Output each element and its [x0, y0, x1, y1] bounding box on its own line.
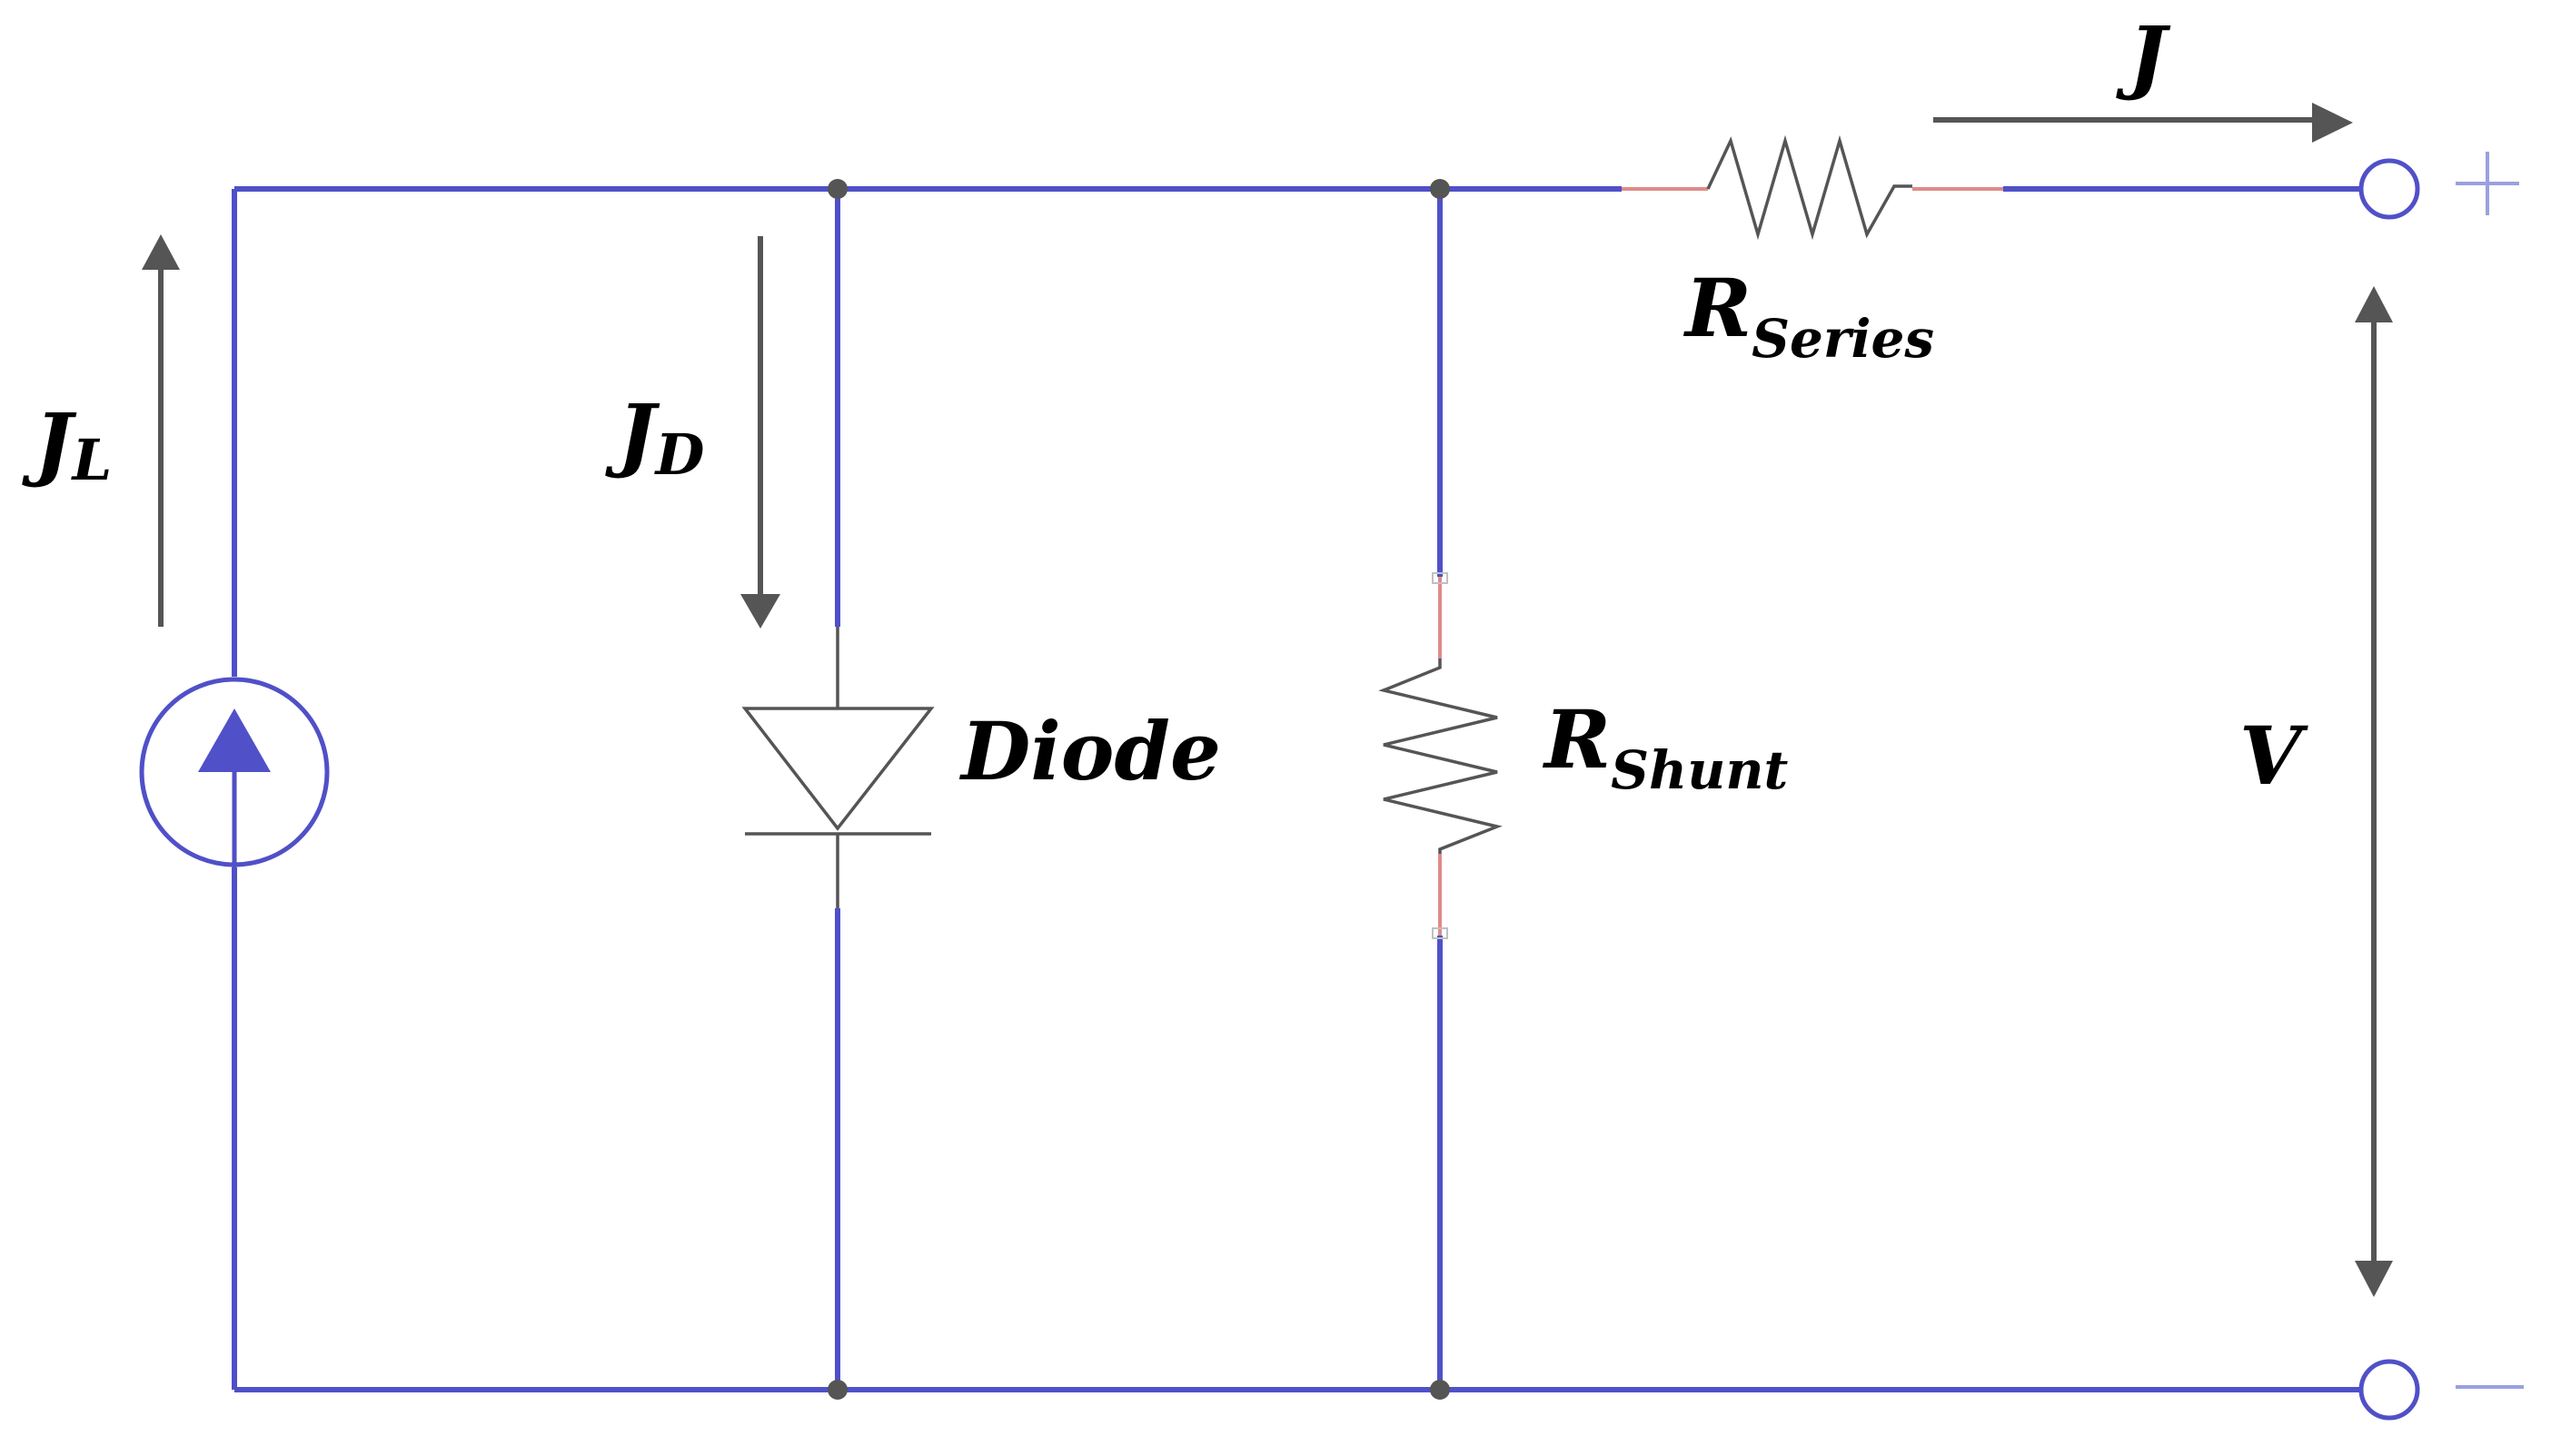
label-jd: JD [605, 386, 705, 488]
shunt-resistor [1378, 572, 1503, 939]
junction-node [1430, 1380, 1450, 1400]
label-rseries-sub: Series [1752, 308, 1934, 370]
junction-node [828, 1380, 848, 1400]
circuit-wires [232, 186, 2362, 1392]
junction-node [1430, 179, 1450, 199]
label-diode: Diode [958, 704, 1221, 798]
shunt-pin-top [1432, 572, 1448, 584]
shunt-zigzag-icon [1378, 659, 1503, 854]
label-jd-main: J [605, 386, 660, 480]
label-rseries: RSeries [1682, 261, 1934, 370]
label-rseries-main: R [1682, 261, 1752, 355]
diode-symbol [741, 627, 935, 908]
labels: JL JD Diode RShunt RSeries J V [22, 8, 2308, 803]
series-resistor [1622, 134, 2003, 241]
positive-terminal [2358, 158, 2420, 220]
label-jl: JL [22, 395, 112, 493]
label-rshunt-sub: Shunt [1611, 739, 1788, 801]
junction-node [828, 179, 848, 199]
jd-arrowhead-icon [740, 594, 780, 629]
label-v: V [2239, 708, 2308, 803]
jl-arrowhead-icon [142, 234, 180, 270]
label-j: J [2116, 8, 2171, 103]
label-rshunt-main: R [1542, 692, 1611, 787]
diode-triangle-icon [741, 707, 935, 831]
j-arrowhead-icon [2312, 103, 2353, 143]
measurement-arrows [142, 103, 2393, 1297]
series-zigzag-icon [1706, 134, 1912, 241]
current-source-arrow-icon [198, 708, 271, 772]
label-jl-main: J [22, 395, 77, 490]
negative-terminal [2358, 1359, 2420, 1421]
shunt-pin-bottom [1432, 927, 1448, 939]
current-source [139, 677, 330, 867]
label-jl-sub: L [71, 427, 113, 493]
output-terminals [2358, 152, 2524, 1421]
v-arrowhead-down-icon [2355, 1261, 2393, 1297]
junction-nodes [828, 179, 1450, 1400]
label-jd-sub: D [654, 421, 705, 488]
label-rshunt: RShunt [1542, 692, 1789, 801]
v-arrowhead-up-icon [2355, 286, 2393, 322]
